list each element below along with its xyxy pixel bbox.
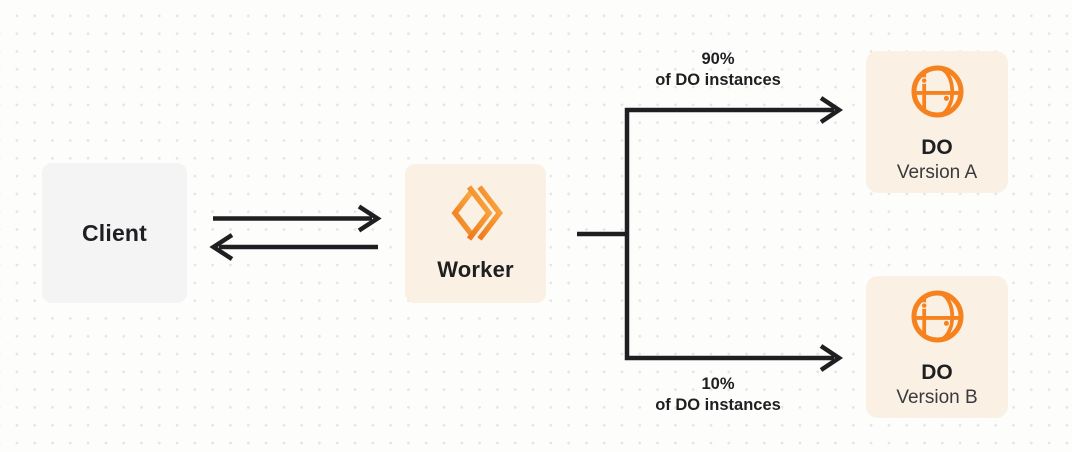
worker-label: Worker: [437, 256, 514, 282]
arrow-worker-to-do-a: [819, 96, 844, 124]
do-version-b-node: DO Version B: [866, 276, 1008, 418]
branch-connector: [577, 107, 834, 361]
branch-bottom-caption: of DO instances: [655, 396, 781, 414]
globe-icon: [910, 65, 964, 118]
globe-icon: [910, 290, 964, 343]
workers-logo-icon: [451, 184, 503, 241]
worker-node: Worker: [405, 164, 546, 303]
arrow-worker-to-do-b: [819, 344, 844, 372]
client-node: Client: [42, 163, 187, 303]
do-b-title: DO: [921, 361, 953, 384]
branch-top-caption: of DO instances: [655, 71, 781, 89]
arrow-client-to-worker: [213, 204, 382, 233]
branch-top-percent: 90%: [701, 50, 735, 68]
arrow-worker-to-client: [209, 233, 378, 261]
do-a-title: DO: [921, 136, 953, 159]
branch-label-top: 90% of DO instances: [598, 49, 838, 91]
client-label: Client: [81, 219, 148, 246]
branch-label-bottom: 10% of DO instances: [598, 374, 838, 416]
do-version-a-node: DO Version A: [866, 51, 1008, 193]
do-b-subtitle: Version B: [896, 387, 978, 408]
do-a-subtitle: Version A: [896, 162, 978, 183]
branch-bottom-percent: 10%: [701, 375, 735, 393]
